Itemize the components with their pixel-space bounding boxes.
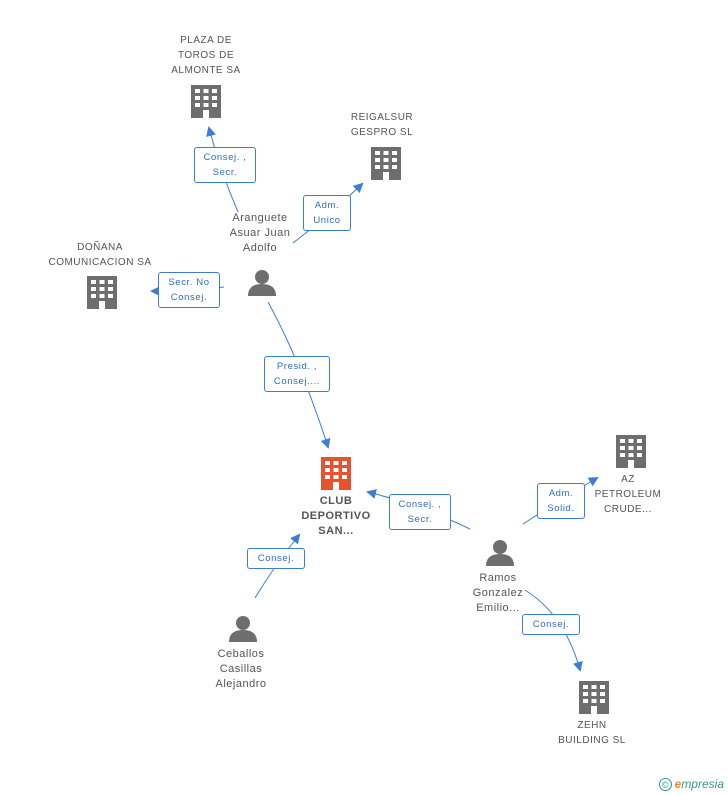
- edge-label-aranguete-plaza[interactable]: Consej. , Secr.: [194, 147, 256, 183]
- node-label: Ramos Gonzalez Emilio...: [472, 572, 524, 614]
- node-az-petroleum[interactable]: AZ PETROLEUM CRUDE...: [578, 472, 678, 517]
- person-icon[interactable]: [229, 616, 257, 642]
- brand-rest: mpresia: [681, 777, 724, 791]
- brand-logo: empresia: [675, 777, 724, 791]
- node-club-deportivo[interactable]: CLUB DEPORTIVO SAN...: [276, 494, 396, 539]
- node-label: Aranguete Asuar Juan Adolfo: [229, 212, 291, 254]
- building-icon[interactable]: [87, 276, 117, 309]
- node-label: AZ PETROLEUM CRUDE...: [594, 474, 662, 515]
- node-reigalsur[interactable]: REIGALSUR GESPRO SL: [322, 110, 442, 140]
- node-label: REIGALSUR GESPRO SL: [350, 112, 414, 138]
- person-icon[interactable]: [248, 270, 276, 296]
- edge-label-ramos-club[interactable]: Consej. , Secr.: [389, 494, 451, 530]
- node-label: PLAZA DE TOROS DE ALMONTE SA: [171, 35, 241, 76]
- node-zehn[interactable]: ZEHN BUILDING SL: [532, 718, 652, 748]
- edge-label-ceballos-club[interactable]: Consej.: [247, 548, 305, 569]
- node-label: Ceballos Casillas Alejandro: [215, 648, 267, 690]
- building-icon-focus[interactable]: [321, 457, 351, 490]
- node-label: DOÑANA COMUNICACION SA: [48, 242, 152, 268]
- person-icon[interactable]: [486, 540, 514, 566]
- node-plaza-de-toros[interactable]: PLAZA DE TOROS DE ALMONTE SA: [146, 33, 266, 78]
- edge-label-aranguete-club[interactable]: Presid. , Consej....: [264, 356, 330, 392]
- building-icon[interactable]: [371, 147, 401, 180]
- copyright-icon: ©: [658, 777, 672, 791]
- node-label: CLUB DEPORTIVO SAN...: [301, 495, 371, 537]
- node-donana[interactable]: DOÑANA COMUNICACION SA: [30, 240, 170, 270]
- edge-label-aranguete-reigalsur[interactable]: Adm. Unico: [303, 195, 351, 231]
- node-ramos[interactable]: Ramos Gonzalez Emilio...: [448, 571, 548, 616]
- node-aranguete[interactable]: Aranguete Asuar Juan Adolfo: [205, 211, 315, 256]
- building-icon[interactable]: [579, 681, 609, 714]
- edge-label-ramos-az[interactable]: Adm. Solid.: [537, 483, 585, 519]
- node-label: ZEHN BUILDING SL: [558, 720, 626, 746]
- node-ceballos[interactable]: Ceballos Casillas Alejandro: [186, 647, 296, 692]
- building-icon[interactable]: [191, 85, 221, 118]
- footer-brand[interactable]: © empresia: [658, 777, 724, 791]
- edge-label-aranguete-donana[interactable]: Secr. No Consej.: [158, 272, 220, 308]
- building-icon[interactable]: [616, 435, 646, 468]
- brand-initial: e: [674, 777, 682, 791]
- edge-label-ramos-zehn[interactable]: Consej.: [522, 614, 580, 635]
